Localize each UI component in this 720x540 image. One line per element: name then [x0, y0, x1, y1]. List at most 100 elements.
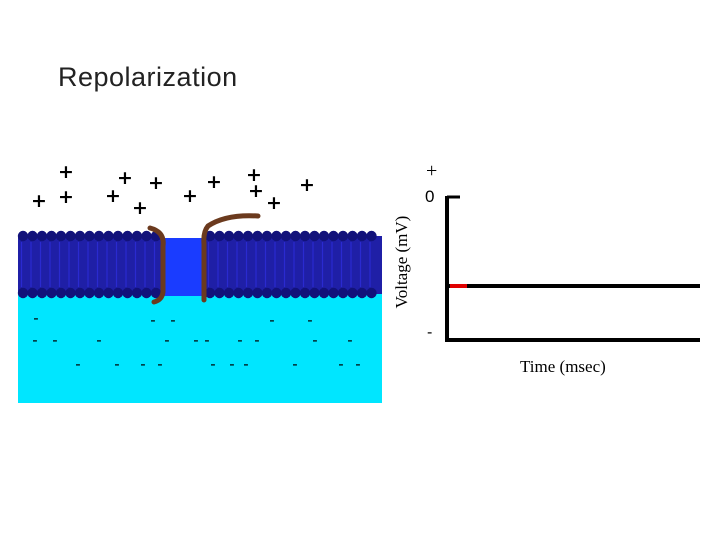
phospholipid-head: [299, 230, 311, 242]
phospholipid-head: [141, 287, 152, 299]
phospholipid-head: [84, 230, 95, 242]
phospholipid-head: [204, 287, 216, 299]
positive-charge: +: [246, 164, 262, 186]
phospholipid-head: [309, 230, 320, 242]
phospholipid-head: [204, 230, 216, 242]
phospholipid-head: [103, 230, 114, 242]
phospholipid-head: [271, 287, 282, 299]
negative-charge: -: [75, 355, 80, 373]
negative-charge: -: [243, 355, 248, 373]
y-tick-plus: +: [426, 160, 438, 182]
phospholipid-head: [214, 287, 225, 299]
phospholipid-head: [74, 230, 86, 242]
phospholipid-head: [93, 287, 105, 299]
negative-charge: -: [254, 331, 259, 349]
negative-charge: -: [210, 355, 215, 373]
negative-charge: -: [157, 355, 162, 373]
y-tick-minus: -: [427, 324, 433, 341]
phospholipid-head: [112, 287, 124, 299]
phospholipid-head: [93, 230, 105, 242]
phospholipid-head: [36, 230, 48, 242]
negative-charge: -: [307, 311, 312, 329]
negative-charge: -: [150, 311, 155, 329]
phospholipid-head: [150, 287, 162, 299]
negative-charge: -: [355, 355, 360, 373]
phospholipid-head: [17, 287, 29, 299]
positive-charge: +: [182, 185, 198, 207]
positive-charge: +: [58, 186, 74, 208]
negative-charge: -: [292, 355, 297, 373]
phospholipid-head: [223, 230, 235, 242]
positive-charge: +: [31, 190, 47, 212]
negative-charge: -: [204, 331, 209, 349]
phospholipid-head: [55, 230, 67, 242]
phospholipid-head: [36, 287, 48, 299]
phospholipid-head: [347, 230, 358, 242]
phospholipid-head: [223, 287, 235, 299]
negative-charge: -: [338, 355, 343, 373]
channel-pore: [163, 238, 205, 296]
phospholipid-head: [280, 287, 292, 299]
negative-charge: -: [96, 331, 101, 349]
phospholipid-head: [309, 287, 320, 299]
phospholipid-head: [131, 230, 143, 242]
phospholipid-head: [290, 230, 301, 242]
phospholipid-head: [122, 287, 133, 299]
positive-charge: +: [117, 167, 133, 189]
phospholipid-head: [271, 230, 282, 242]
positive-charge: +: [299, 174, 315, 196]
phospholipid-head: [337, 287, 349, 299]
phospholipid-head: [65, 287, 76, 299]
phospholipid-head: [214, 230, 225, 242]
phospholipid-head: [261, 287, 273, 299]
intracellular-negative-charges: -------------------------: [32, 309, 360, 373]
y-tick-zero: 0: [425, 187, 435, 206]
phospholipid-head: [55, 287, 67, 299]
membrane-segment: [18, 236, 163, 294]
phospholipid-head: [337, 230, 349, 242]
extracellular-positive-charges: +++++++++++++: [31, 161, 315, 219]
positive-charge: +: [132, 197, 148, 219]
phospholipid-head: [84, 287, 95, 299]
y-axis-label: Voltage (mV): [392, 215, 411, 309]
phospholipid-head: [233, 287, 244, 299]
phospholipid-head: [299, 287, 311, 299]
negative-charge: -: [33, 309, 38, 327]
phospholipid-head: [252, 230, 263, 242]
negative-charge: -: [52, 331, 57, 349]
channel-gate-right: [201, 213, 261, 303]
x-axis-label: Time (msec): [520, 357, 606, 376]
phospholipid-head: [17, 230, 29, 242]
phospholipid-head: [328, 287, 339, 299]
negative-charge: -: [164, 331, 169, 349]
negative-charge: -: [347, 331, 352, 349]
negative-charge: -: [32, 331, 37, 349]
phospholipid-head: [112, 230, 124, 242]
negative-charge: -: [170, 311, 175, 329]
phospholipid-head: [347, 287, 358, 299]
phospholipid-head: [261, 230, 273, 242]
negative-charge: -: [193, 331, 198, 349]
channel-gate-left: [147, 225, 166, 305]
phospholipid-head: [65, 230, 76, 242]
negative-charge: -: [229, 355, 234, 373]
negative-charge: -: [269, 311, 274, 329]
phospholipid-head: [46, 287, 57, 299]
phospholipid-head: [318, 230, 330, 242]
phospholipid-head: [318, 287, 330, 299]
positive-charge: +: [148, 172, 164, 194]
positive-charge: +: [248, 180, 264, 202]
phospholipid-head: [280, 230, 292, 242]
phospholipid-head: [366, 287, 377, 299]
phospholipid-head: [242, 230, 254, 242]
phospholipid-head: [27, 230, 38, 242]
negative-charge: -: [140, 355, 145, 373]
slide-title: Repolarization: [58, 62, 238, 92]
phospholipid-head: [233, 230, 244, 242]
positive-charge: +: [266, 192, 282, 214]
lipid-bilayer: [17, 230, 382, 299]
positive-charge: +: [206, 171, 222, 193]
phospholipid-head: [27, 287, 38, 299]
phospholipid-head: [74, 287, 86, 299]
